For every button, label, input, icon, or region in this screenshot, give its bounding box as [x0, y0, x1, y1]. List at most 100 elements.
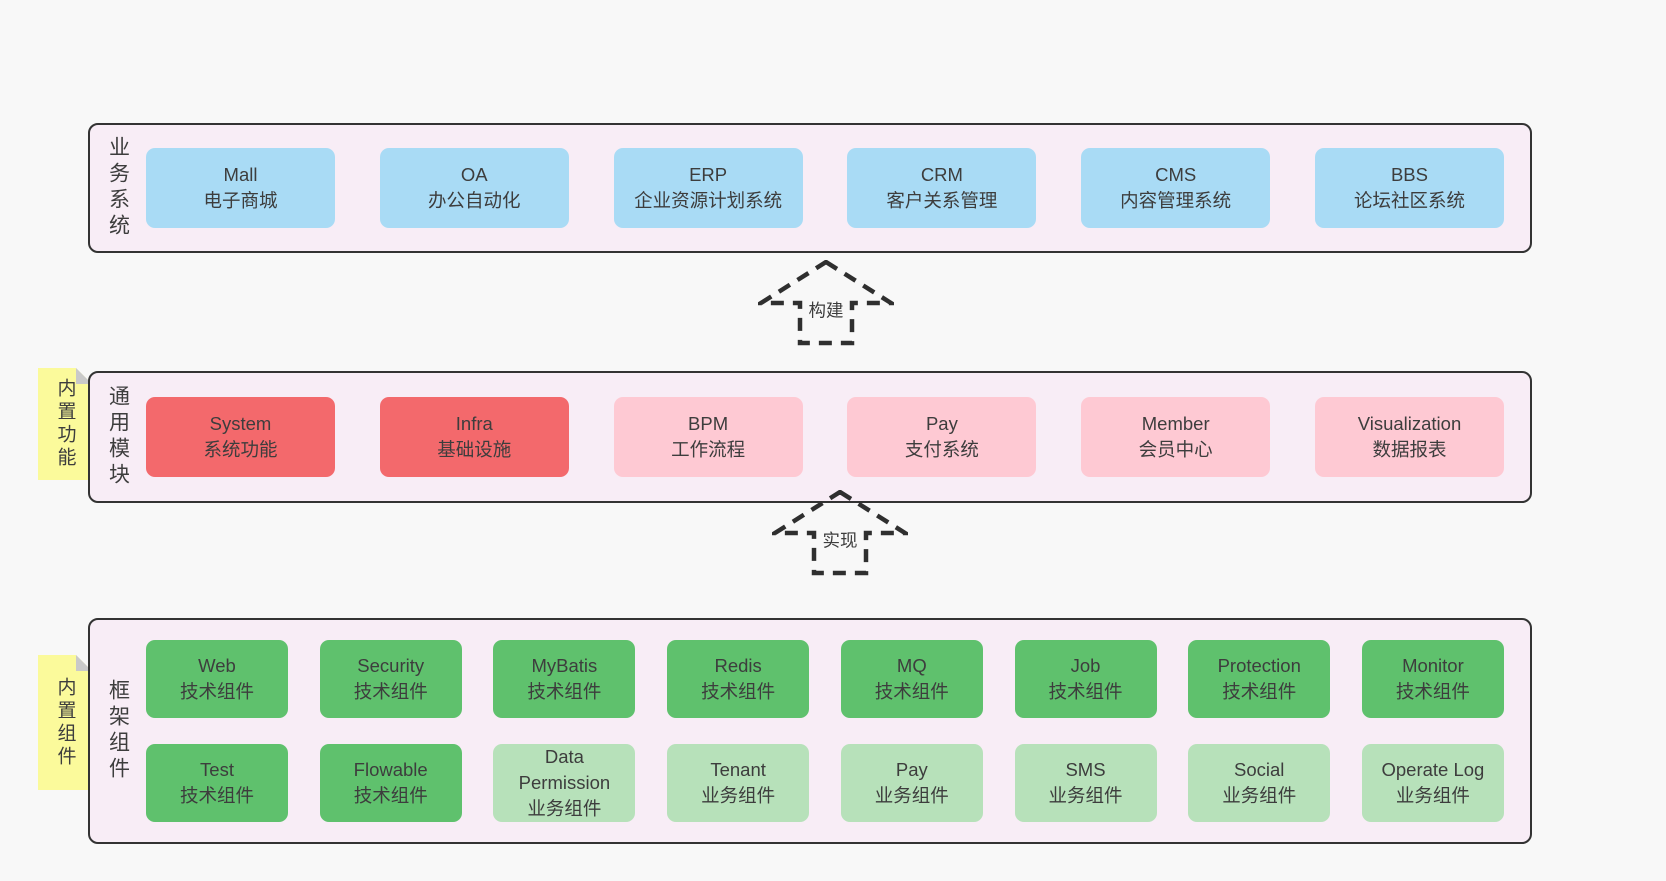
- box-flowable: Flowable 技术组件: [319, 744, 462, 822]
- box-visualization: Visualization 数据报表: [1314, 397, 1504, 477]
- box-desc: 办公自动化: [428, 190, 521, 211]
- band-label-framework-components: 框架组件: [90, 620, 146, 842]
- box-pay-component: Pay 业务组件: [840, 744, 983, 822]
- box-name: Protection: [1217, 655, 1301, 676]
- box-desc: 技术组件: [179, 785, 254, 806]
- band-label-common-modules: 通用模块: [90, 373, 146, 501]
- box-data-permission: Data Permission 业务组件: [493, 744, 636, 822]
- box-desc: 基础设施: [437, 439, 512, 460]
- box-name: MyBatis: [531, 655, 598, 676]
- box-social: Social 业务组件: [1188, 744, 1331, 822]
- box-name: CRM: [920, 164, 963, 185]
- components-row-1: Web 技术组件 Security 技术组件 MyBatis 技术组件 Redi…: [146, 640, 1504, 718]
- box-bbs: BBS 论坛社区系统: [1314, 148, 1504, 228]
- arrow-label: 实现: [819, 527, 861, 553]
- box-desc: 技术组件: [527, 681, 602, 702]
- box-desc: 技术组件: [1222, 681, 1297, 702]
- box-member: Member 会员中心: [1081, 397, 1271, 477]
- box-name: CMS: [1155, 164, 1197, 185]
- sticky-note-built-in-features: 内置功能: [38, 368, 92, 480]
- box-crm: CRM 客户关系管理: [847, 148, 1037, 228]
- box-name: Infra: [455, 413, 493, 434]
- box-name: Flowable: [353, 759, 428, 780]
- band-label-text: 通用模块: [106, 385, 130, 489]
- dashed-up-arrow-icon: [772, 490, 908, 576]
- band-content-business: Mall 电子商城 OA 办公自动化 ERP 企业资源计划系统 CRM 客户关系…: [146, 125, 1530, 251]
- box-desc: 数据报表: [1372, 439, 1447, 460]
- box-name: Data Permission: [518, 746, 611, 793]
- band-label-text: 框架组件: [106, 679, 130, 783]
- box-name: Web: [198, 655, 236, 676]
- box-desc: 业务组件: [1048, 785, 1123, 806]
- box-desc: 业务组件: [701, 785, 776, 806]
- box-sms: SMS 业务组件: [1014, 744, 1157, 822]
- box-desc: 业务组件: [1395, 785, 1470, 806]
- box-desc: 支付系统: [904, 439, 979, 460]
- box-desc: 业务组件: [1222, 785, 1297, 806]
- box-bpm: BPM 工作流程: [613, 397, 803, 477]
- sticky-note-built-in-components: 内置组件: [38, 655, 92, 790]
- box-name: Visualization: [1357, 413, 1462, 434]
- box-test: Test 技术组件: [146, 744, 288, 822]
- box-name: MQ: [896, 655, 927, 676]
- box-erp: ERP 企业资源计划系统: [613, 148, 803, 228]
- box-name: BPM: [688, 413, 729, 434]
- box-desc: 内容管理系统: [1120, 190, 1232, 211]
- box-name: System: [209, 413, 272, 434]
- box-mybatis: MyBatis 技术组件: [493, 640, 636, 718]
- box-name: Pay: [895, 759, 928, 780]
- box-desc: 客户关系管理: [886, 190, 998, 211]
- box-job: Job 技术组件: [1014, 640, 1157, 718]
- box-name: Pay: [925, 413, 958, 434]
- band-framework-components: 框架组件 Web 技术组件 Security 技术组件 MyBatis 技术组件…: [88, 618, 1532, 844]
- box-mq: MQ 技术组件: [840, 640, 983, 718]
- box-tenant: Tenant 业务组件: [667, 744, 810, 822]
- sticky-note-label: 内置组件: [54, 676, 76, 769]
- box-name: Monitor: [1402, 655, 1464, 676]
- arrow-implement-up: 实现: [772, 490, 908, 576]
- box-desc: 会员中心: [1138, 439, 1213, 460]
- box-pay-module: Pay 支付系统: [847, 397, 1037, 477]
- box-name: Redis: [714, 655, 762, 676]
- arrow-build-up: 构建: [758, 260, 894, 346]
- band-content-components: Web 技术组件 Security 技术组件 MyBatis 技术组件 Redi…: [146, 620, 1530, 842]
- box-name: ERP: [689, 164, 728, 185]
- dashed-up-arrow-icon: [758, 260, 894, 346]
- box-web: Web 技术组件: [146, 640, 288, 718]
- box-name: Tenant: [710, 759, 766, 780]
- box-oa: OA 办公自动化: [379, 148, 569, 228]
- components-row-2: Test 技术组件 Flowable 技术组件 Data Permission …: [146, 744, 1504, 822]
- box-desc: 工作流程: [671, 439, 746, 460]
- arrow-label: 构建: [805, 297, 847, 323]
- box-name: OA: [460, 164, 488, 185]
- box-name: Mall: [223, 164, 258, 185]
- band-label-business-systems: 业务系统: [90, 125, 146, 251]
- box-desc: 技术组件: [353, 785, 428, 806]
- band-business-systems: 业务系统 Mall 电子商城 OA 办公自动化 ERP 企业资源计划系统 CRM…: [88, 123, 1532, 253]
- box-monitor: Monitor 技术组件: [1361, 640, 1504, 718]
- box-name: Operate Log: [1381, 759, 1485, 780]
- box-name: Member: [1141, 413, 1210, 434]
- box-name: Social: [1234, 759, 1285, 780]
- band-content-modules: System 系统功能 Infra 基础设施 BPM 工作流程 Pay 支付系统…: [146, 373, 1530, 501]
- box-desc: 业务组件: [874, 785, 949, 806]
- box-system: System 系统功能: [146, 397, 335, 477]
- box-desc: 技术组件: [701, 681, 776, 702]
- box-desc: 技术组件: [1048, 681, 1123, 702]
- box-name: Test: [200, 759, 234, 780]
- box-operate-log: Operate Log 业务组件: [1361, 744, 1504, 822]
- sticky-note-label: 内置功能: [54, 378, 76, 470]
- box-desc: 技术组件: [874, 681, 949, 702]
- box-name: Security: [357, 655, 425, 676]
- box-infra: Infra 基础设施: [379, 397, 569, 477]
- box-desc: 技术组件: [179, 681, 254, 702]
- box-security: Security 技术组件: [319, 640, 462, 718]
- box-redis: Redis 技术组件: [667, 640, 810, 718]
- box-desc: 论坛社区系统: [1353, 190, 1465, 211]
- box-cms: CMS 内容管理系统: [1081, 148, 1271, 228]
- box-desc: 电子商城: [203, 190, 278, 211]
- box-desc: 业务组件: [527, 798, 602, 819]
- band-label-text: 业务系统: [106, 136, 130, 240]
- box-name: SMS: [1065, 759, 1106, 780]
